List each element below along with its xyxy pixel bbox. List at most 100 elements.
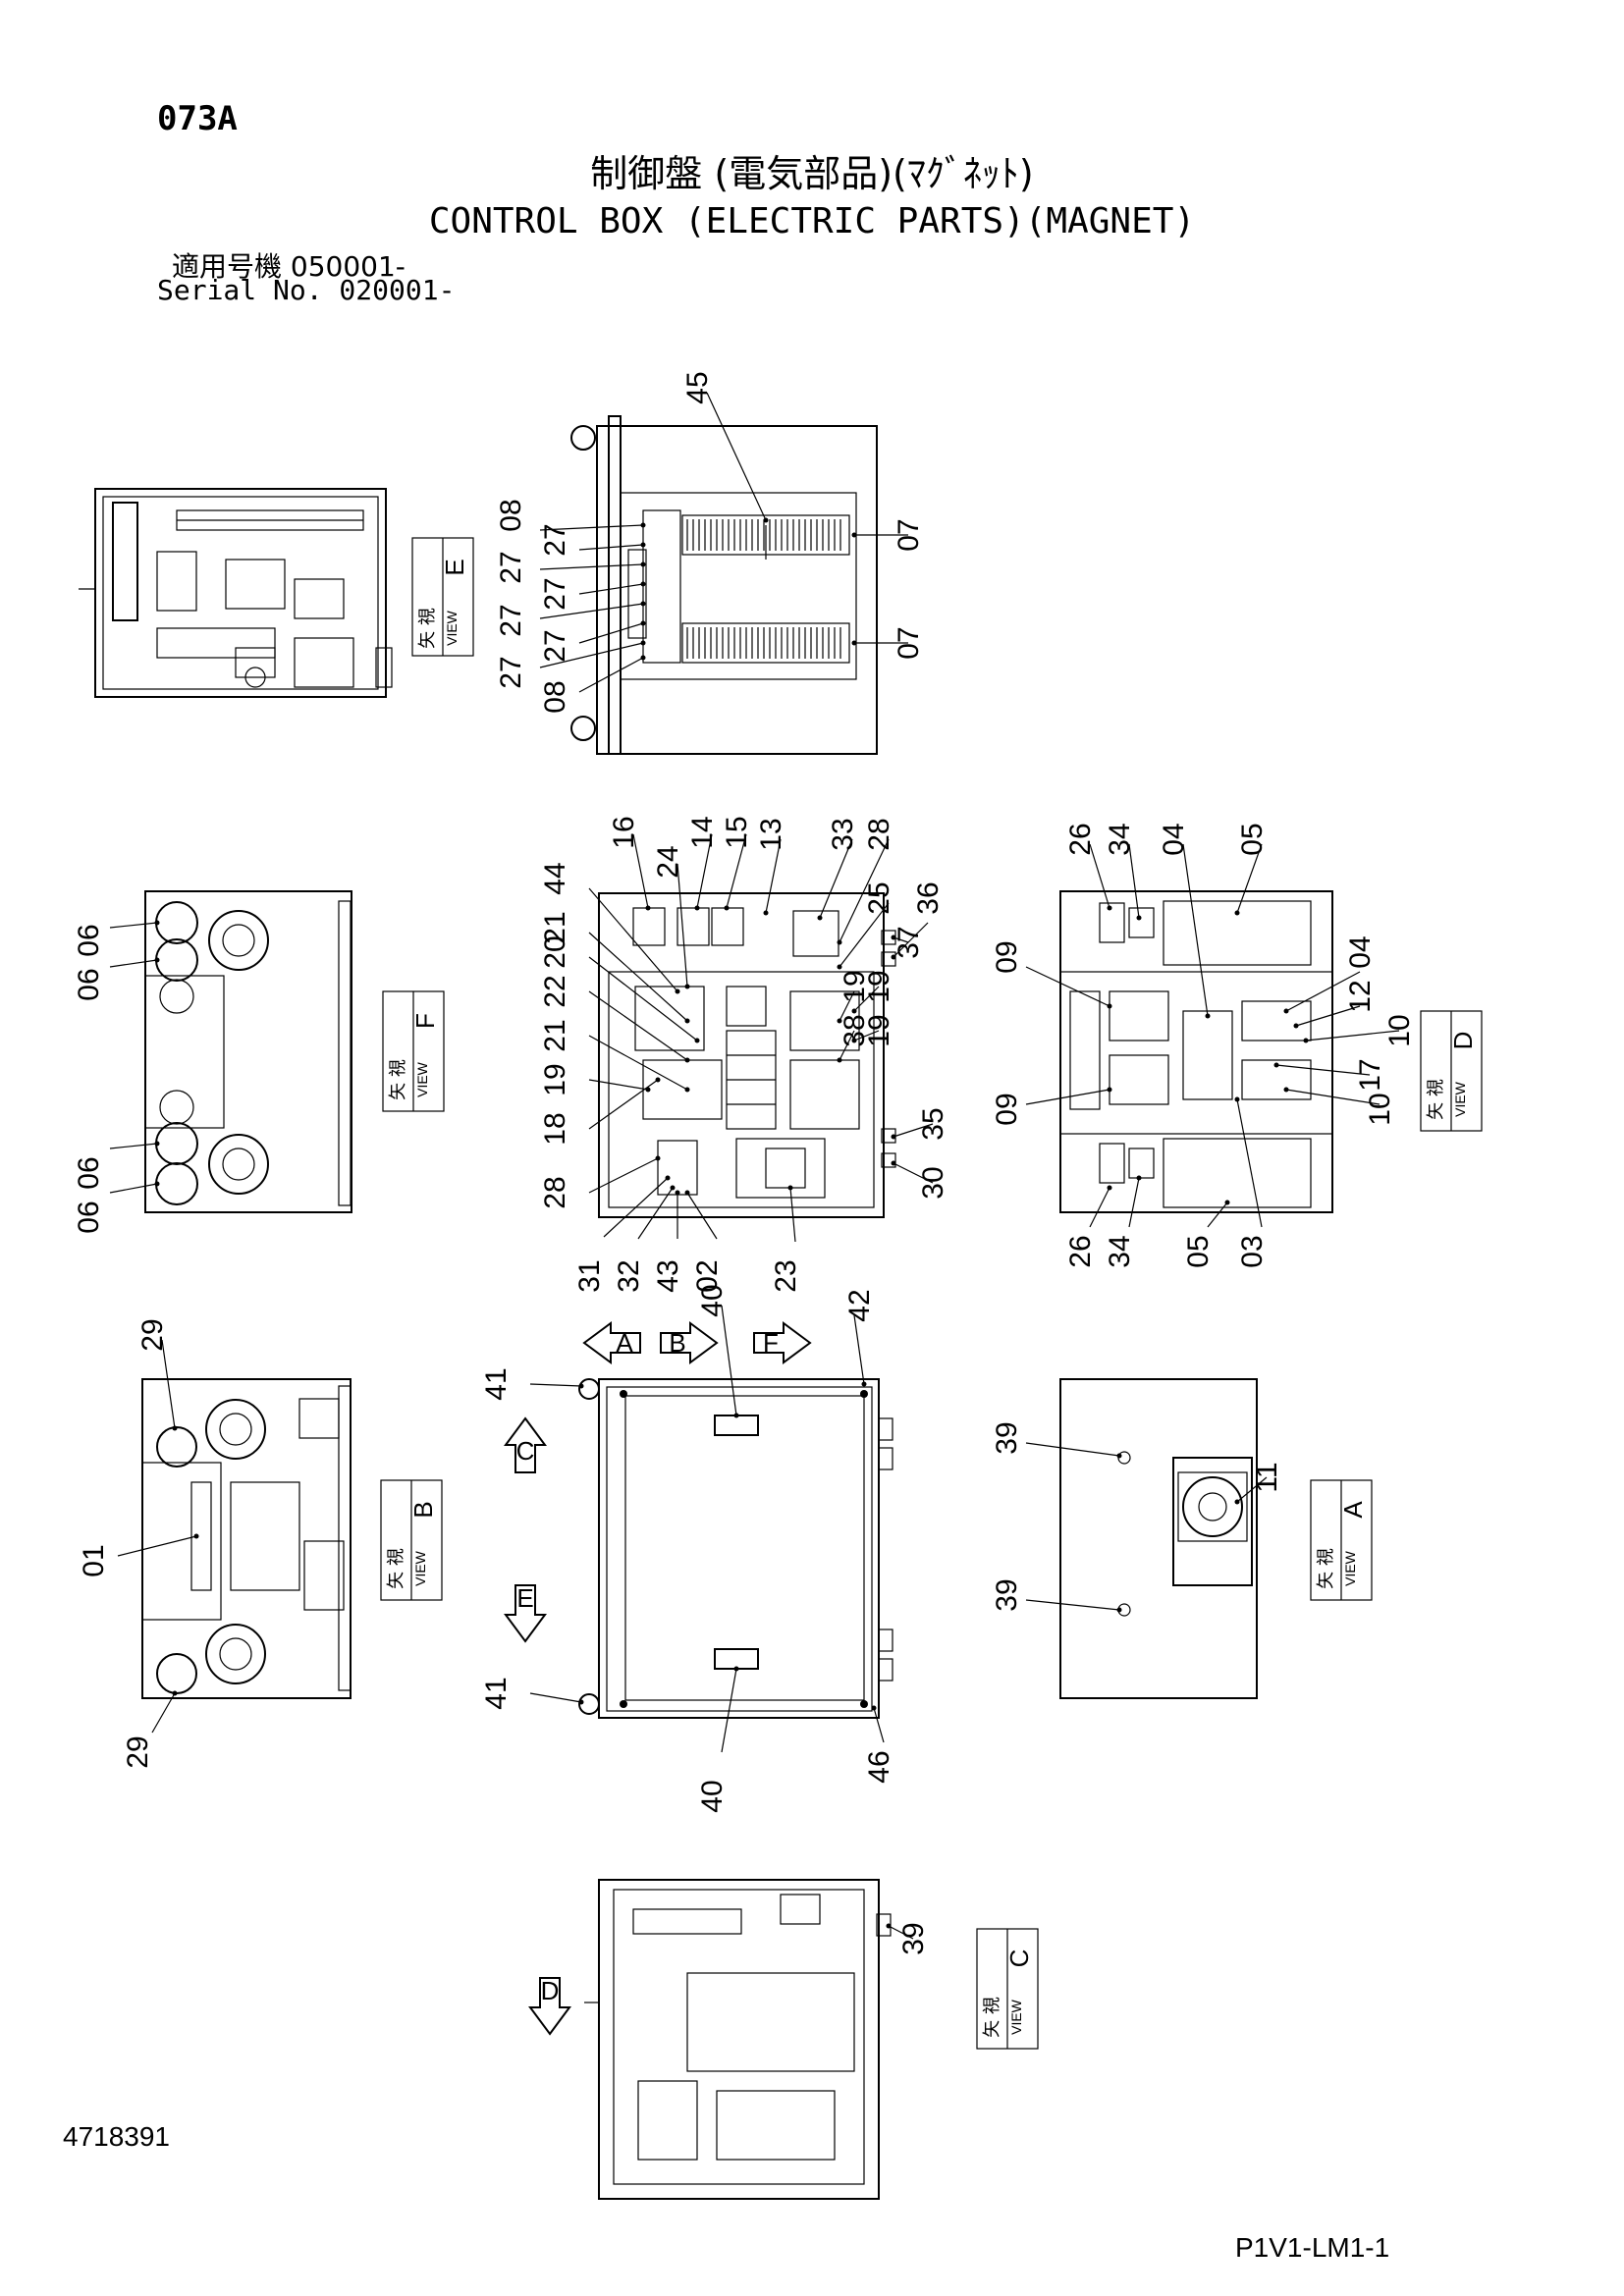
- leader-mid_right-8: [1275, 1064, 1371, 1076]
- leader-dot-lower_right-1: [1234, 1499, 1240, 1505]
- leader-dot-top_center-4: [640, 581, 646, 587]
- leader-mid_center-3: [726, 833, 747, 909]
- leader-dot-mid_center-0: [645, 905, 651, 911]
- svg-text:A: A: [616, 1328, 633, 1358]
- leader-dot-mid_right-8: [1273, 1062, 1279, 1068]
- callout-mid_center-3: 15: [721, 816, 753, 848]
- leader-dot-lower_left-0: [172, 1425, 178, 1431]
- leader-dot-mid_center-11: [684, 1018, 690, 1024]
- callout-lower_right-0: 39: [991, 1421, 1023, 1454]
- callout-mid_center-10: 44: [539, 862, 571, 894]
- callout-mid_center-22: 35: [917, 1107, 949, 1140]
- leader-dot-mid_right-9: [1107, 1087, 1112, 1093]
- view-f-drawing: [144, 890, 352, 1213]
- callout-mid_center-21: 38: [839, 1014, 871, 1046]
- leader-mid_right-11: [1089, 1187, 1110, 1228]
- callout-mid_center-13: 22: [539, 975, 571, 1007]
- part-number: 4718391: [63, 2121, 171, 2152]
- callout-top_center-5: 27: [495, 604, 527, 636]
- leader-mid_center-2: [696, 833, 713, 909]
- leader-mid_center-0: [632, 833, 649, 909]
- leader-mid_right-10: [1285, 1089, 1380, 1105]
- callout-mid_right-5: 04: [1344, 935, 1377, 968]
- leader-lower_left-1: [117, 1535, 197, 1557]
- callout-mid_center-26: 43: [652, 1259, 684, 1292]
- callout-lower_center-0: 41: [480, 1367, 513, 1400]
- leader-dot-mid_center-5: [817, 915, 823, 921]
- callout-mid_center-23: 30: [917, 1166, 949, 1199]
- callout-mid_left-2: 06: [73, 1156, 105, 1189]
- leader-lower_right-1: [1236, 1476, 1268, 1503]
- leader-dot-mid_center-21: [837, 1057, 842, 1063]
- leader-mid_right-13: [1207, 1201, 1228, 1228]
- leader-dot-top_center-8: [640, 655, 646, 661]
- view-arrow-b: B: [660, 1321, 719, 1364]
- callout-mid_right-0: 26: [1064, 823, 1097, 855]
- callout-mid_right-6: 12: [1344, 980, 1377, 1012]
- leader-dot-mid_right-7: [1303, 1038, 1309, 1043]
- svg-text:矢 視: 矢 視: [1426, 1079, 1446, 1120]
- leader-top_center-2: [578, 544, 644, 551]
- callout-mid_center-17: 28: [539, 1176, 571, 1208]
- leader-mid_center-23: [893, 1162, 934, 1184]
- leader-top_center-5: [539, 603, 644, 619]
- svg-text:矢 視: 矢 視: [386, 1548, 406, 1589]
- leader-dot-lower_center-2: [861, 1381, 867, 1387]
- leader-dot-mid_center-12: [694, 1038, 700, 1043]
- view-arrow-a: A: [582, 1321, 641, 1364]
- sheet-id: P1V1-LM1-1: [1235, 2232, 1390, 2263]
- callout-mid_center-4: 13: [755, 818, 787, 850]
- svg-text:矢 視: 矢 視: [1316, 1548, 1336, 1589]
- leader-dot-mid_center-16: [655, 1077, 661, 1083]
- leader-mid_center-9: [893, 922, 929, 958]
- callout-lower_center-2: 42: [843, 1289, 876, 1321]
- callout-mid_right-14: 03: [1236, 1235, 1269, 1267]
- leader-dot-mid_right-1: [1136, 915, 1142, 921]
- leader-top_center-6: [578, 622, 644, 644]
- svg-text:F: F: [410, 1013, 440, 1029]
- leader-dot-mid_center-7: [837, 964, 842, 970]
- leader-mid_center-13: [588, 990, 688, 1061]
- leader-top_center-3: [539, 563, 644, 570]
- leader-mid_center-18: [853, 986, 880, 1012]
- callout-mid_right-11: 26: [1064, 1235, 1097, 1267]
- leader-mid_right-9: [1025, 1089, 1110, 1105]
- leader-dot-mid_center-19: [851, 1038, 857, 1043]
- callout-mid_center-8: 37: [893, 926, 925, 958]
- leader-dot-mid_center-22: [891, 1134, 896, 1140]
- serial-english: Serial No. 020001-: [157, 274, 456, 306]
- view-arrow-d: D: [528, 1976, 571, 2036]
- callout-mid_center-9: 36: [912, 881, 945, 914]
- callout-mid_right-7: 10: [1383, 1014, 1416, 1046]
- leader-mid_right-1: [1128, 843, 1140, 919]
- view-f-label: F 矢 視 VIEW: [382, 990, 445, 1112]
- leader-dot-mid_center-4: [763, 910, 769, 916]
- callout-bottom-0: 39: [897, 1922, 930, 1954]
- callout-top_center-3: 27: [495, 551, 527, 583]
- leader-dot-mid_center-10: [675, 988, 680, 994]
- leader-top_center-8: [578, 657, 644, 693]
- svg-text:VIEW: VIEW: [412, 1550, 428, 1586]
- leader-top_center-7: [539, 642, 644, 668]
- leader-dot-lower_center-0: [578, 1383, 584, 1389]
- leader-dot-top_center-2: [640, 542, 646, 548]
- leader-mid_center-12: [588, 956, 698, 1041]
- svg-text:D: D: [541, 1976, 560, 2005]
- leader-lower_right-0: [1025, 1442, 1120, 1457]
- leader-mid_center-27: [686, 1192, 718, 1240]
- leader-mid_right-12: [1128, 1177, 1140, 1228]
- leader-top_center-1: [539, 524, 644, 531]
- leader-dot-mid_left-3: [154, 1181, 160, 1187]
- callout-mid_left-0: 06: [73, 924, 105, 956]
- leader-mid_center-21: [839, 1030, 855, 1061]
- leader-dot-top_center-3: [640, 561, 646, 567]
- leader-dot-mid_left-1: [154, 957, 160, 963]
- leader-lower_center-2: [853, 1314, 865, 1385]
- leader-mid_left-0: [109, 922, 158, 929]
- svg-text:A: A: [1338, 1501, 1368, 1519]
- leader-dot-mid_center-9: [891, 954, 896, 960]
- callout-mid_center-2: 14: [686, 816, 719, 848]
- leader-dot-lower_left-1: [193, 1533, 199, 1539]
- svg-text:F: F: [763, 1328, 779, 1358]
